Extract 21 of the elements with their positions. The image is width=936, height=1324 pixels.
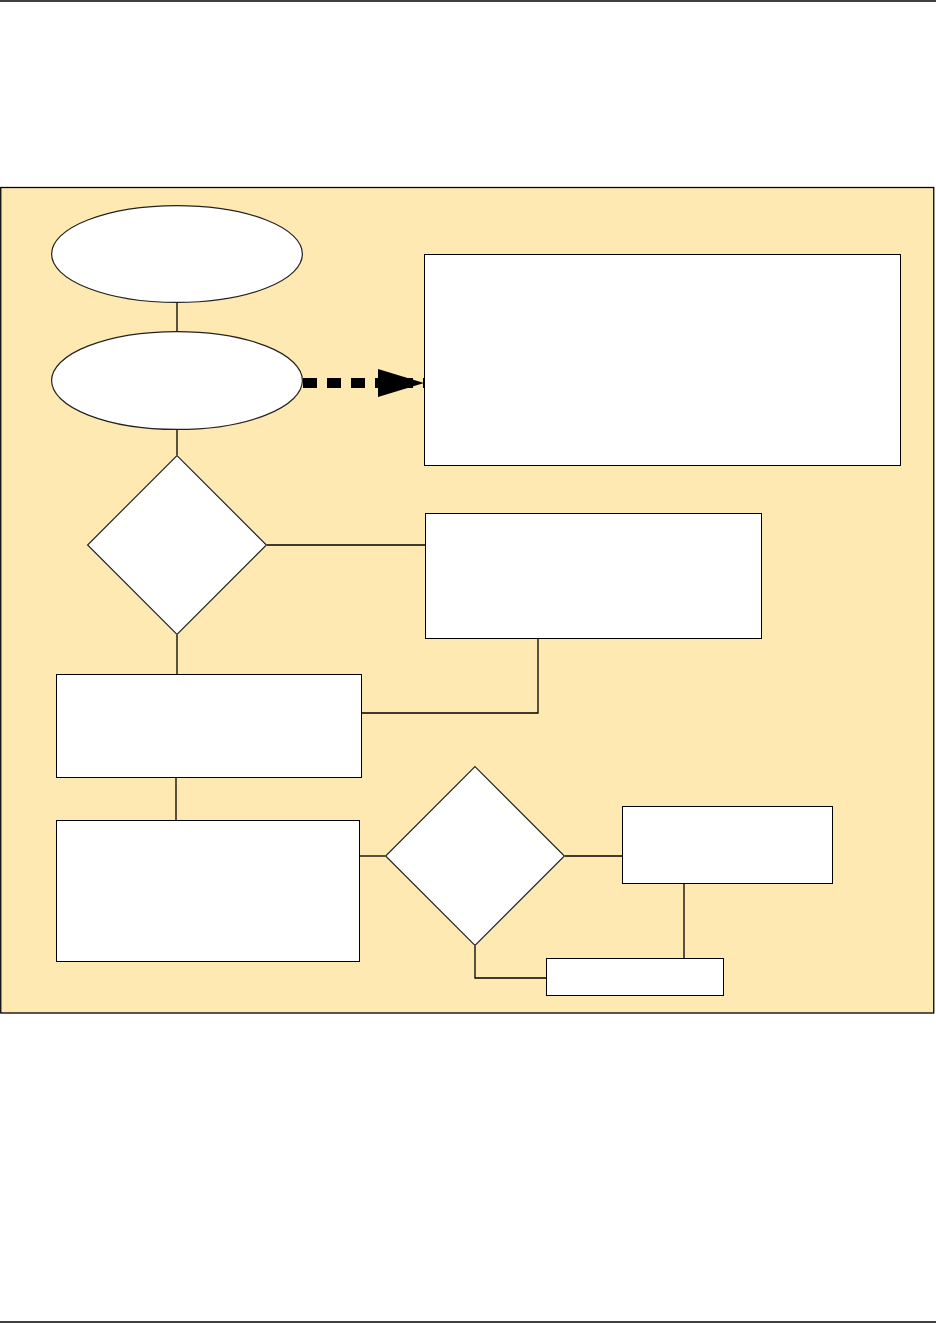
ellipse-node — [51, 331, 303, 430]
process-box — [424, 254, 901, 466]
connector-line — [683, 883, 685, 959]
connector-line — [361, 638, 539, 714]
process-box — [56, 674, 362, 778]
connector-line — [176, 634, 178, 675]
dashed-arrow — [303, 369, 424, 397]
connector-line — [266, 544, 426, 546]
decision-diamond — [87, 455, 267, 635]
ellipse-node — [51, 205, 303, 303]
connector-line — [474, 945, 547, 979]
process-box — [622, 806, 833, 884]
decision-diamond — [385, 766, 565, 946]
process-box — [56, 820, 360, 962]
process-box — [546, 958, 724, 996]
connector-line — [176, 429, 178, 456]
connector-line — [175, 777, 177, 821]
connector-line — [564, 855, 623, 857]
connector-line — [359, 855, 386, 857]
connector-line — [176, 302, 178, 332]
process-box — [425, 513, 762, 639]
